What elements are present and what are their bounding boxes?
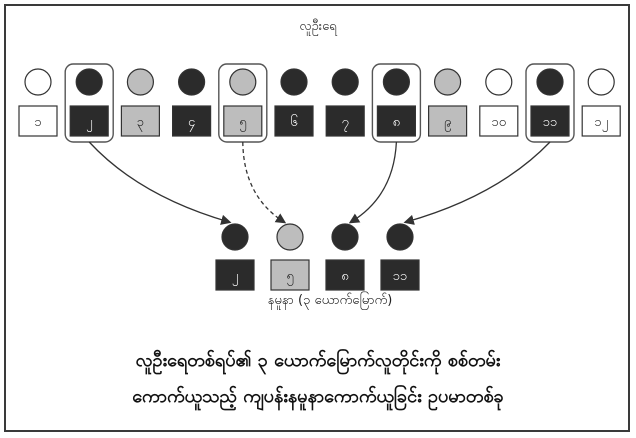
selection-arrow [348,141,398,224]
person-number: ၁၀ [491,115,506,130]
person-number: ၁၁ [543,115,558,130]
sample-head [276,223,304,251]
person-head [536,68,564,96]
person-head [434,68,462,96]
person-number: ၁ [34,115,41,130]
sample-body [215,259,255,291]
selection-arrows [88,141,551,225]
person-body [325,105,365,137]
sample-label: နမူနာ (၃ ယောက်မြောက်) [267,293,393,308]
sample-body [270,259,310,291]
person-number: ၄ [188,115,196,132]
person-body [120,105,161,137]
sample-head [331,223,359,251]
selection-arrow [88,141,232,225]
person-number: ၉ [444,115,451,132]
person-number: ၇ [342,115,349,132]
person-number: ၁၂ [594,115,608,132]
person-number: ၆ [290,114,297,130]
sample-head [386,223,414,251]
person-body [376,105,416,137]
sample-head [221,223,249,251]
person-body [581,105,621,137]
sample-number: ၁၁ [393,269,408,284]
selection-arrow [242,141,287,224]
population-title: လူဦးရေ [299,19,337,34]
sample-body [325,259,365,291]
person-body [223,105,263,137]
person-head [485,68,513,96]
person-head [587,68,615,96]
person-number: ၂ [86,115,92,132]
person-number: ၈ [393,115,400,130]
person-number: ၅ [239,115,246,132]
sample-number: ၈ [341,269,348,284]
person-body [274,105,314,137]
person-head [178,68,206,96]
caption-line-2: ကောက်ယူသည့် ကျပန်းနမူနာကောက်ယူခြင်း ဥပမာ… [132,386,504,407]
person-body [479,105,519,137]
sample-body [380,259,420,291]
selection-arrow [403,141,551,225]
person-head [280,68,308,96]
person-head [126,68,154,96]
person-body [530,105,570,137]
person-body [18,105,58,137]
person-body [69,105,109,137]
person-head [229,68,257,96]
sample-row: ၂ ၅ ၈ ၁၁ [215,223,420,291]
person-body [172,105,212,137]
sample-number: ၅ [286,269,293,286]
person-body [428,105,468,137]
person-head [24,68,52,96]
person-head [382,68,410,96]
person-head [75,68,103,96]
caption-line-1: လူဦးရေတစ်ရပ်၏ ၃ ယောက်မြောက်လူတိုင်းကို စ… [135,350,501,371]
person-number: ၃ [137,115,144,132]
sample-number: ၂ [232,269,238,286]
person-head [331,68,359,96]
population-row: ၁၂၃၄၅၆၇၈၉၁၀၁၁၁၂ [18,63,621,143]
